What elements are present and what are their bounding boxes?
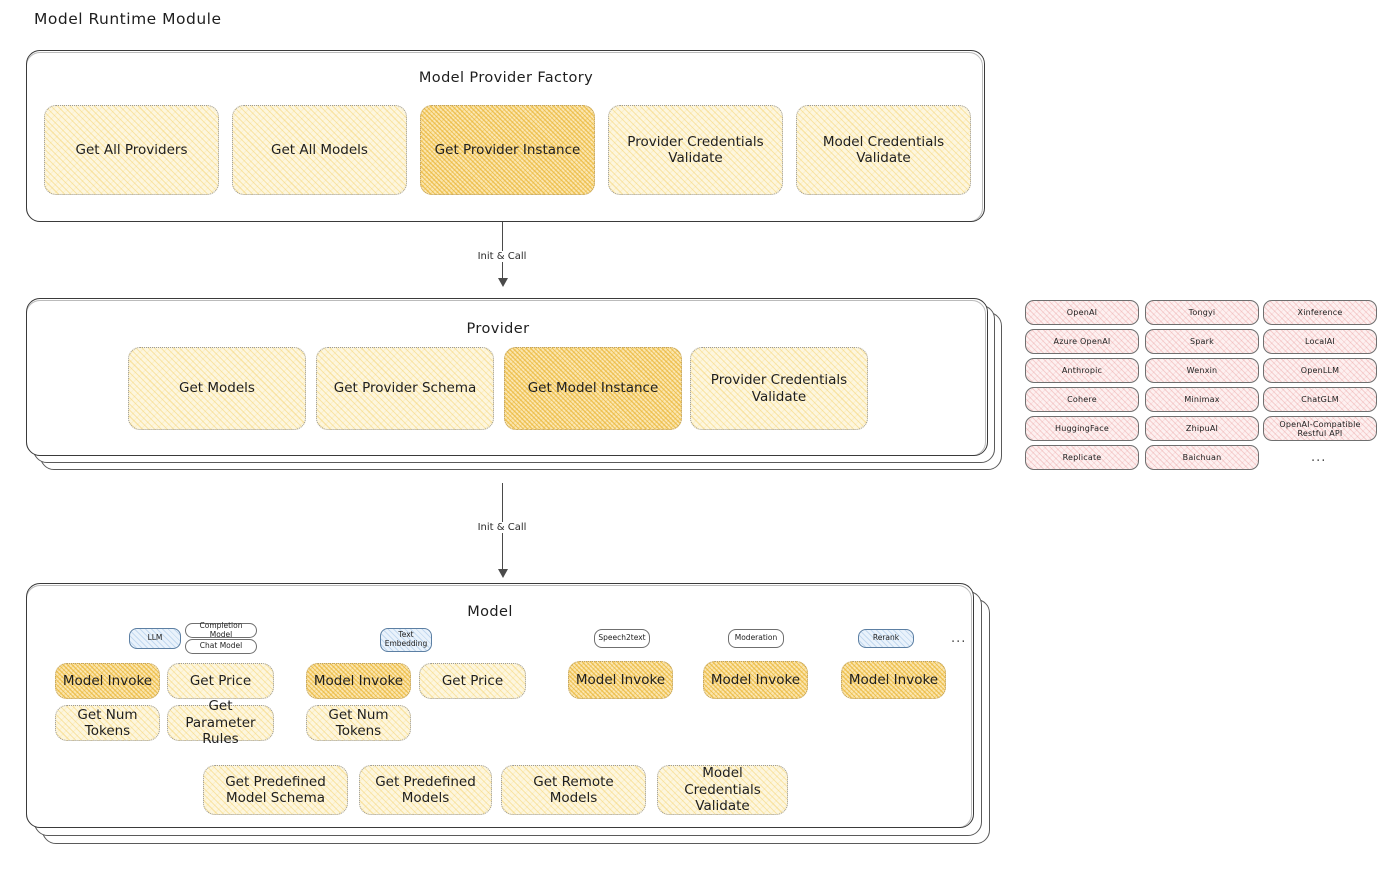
model-type-badge-rerank[interactable]: Rerank (858, 629, 914, 648)
arrow-provider-to-model-label: Init & Call (474, 522, 530, 533)
model-moderation-node-model-invoke[interactable]: Model Invoke (703, 661, 808, 699)
model-common-node-get-predefined-models[interactable]: Get Predefined Models (359, 765, 492, 815)
provider-chip-baichuan[interactable]: Baichuan (1145, 445, 1259, 470)
model-type-badge-completion-model[interactable]: Completion Model (185, 621, 257, 638)
provider-node-provider-credentials-validate[interactable]: Provider Credentials Validate (690, 347, 868, 430)
model-type-badge-moderation[interactable]: Moderation (728, 629, 784, 648)
model-common-node-get-predefined-model-schema[interactable]: Get Predefined Model Schema (203, 765, 348, 815)
provider-chip-wenxin[interactable]: Wenxin (1145, 358, 1259, 383)
provider-node-get-models[interactable]: Get Models (128, 347, 306, 430)
provider-chip-huggingface[interactable]: HuggingFace (1025, 416, 1139, 441)
provider-chip-openai-compatible-restful-api[interactable]: OpenAI-Compatible Restful API (1263, 416, 1377, 441)
model-type-badge-text-embedding[interactable]: Text Embedding (380, 628, 432, 652)
model-common-node-get-remote-models[interactable]: Get Remote Models (501, 765, 646, 815)
provider-chip-tongyi[interactable]: Tongyi (1145, 300, 1259, 325)
arrow-factory-to-provider-head (498, 278, 508, 287)
factory-node-get-all-models[interactable]: Get All Models (232, 105, 407, 195)
provider-chip-xinference[interactable]: Xinference (1263, 300, 1377, 325)
factory-node-get-all-providers[interactable]: Get All Providers (44, 105, 219, 195)
model-llm-node-get-price[interactable]: Get Price (167, 663, 274, 699)
provider-chip-anthropic[interactable]: Anthropic (1025, 358, 1139, 383)
provider-node-get-model-instance[interactable]: Get Model Instance (504, 347, 682, 430)
model-common-node-model-credentials-validate[interactable]: Model Credentials Validate (657, 765, 788, 815)
model-text-embedding-node-get-num-tokens[interactable]: Get Num Tokens (306, 705, 411, 741)
factory-node-model-credentials-validate[interactable]: Model Credentials Validate (796, 105, 971, 195)
model-llm-node-get-parameter-rules[interactable]: Get Parameter Rules (167, 698, 274, 747)
arrow-provider-to-model-head (498, 569, 508, 578)
provider-list-more: ... (1311, 450, 1327, 465)
provider-chip-chatglm[interactable]: ChatGLM (1263, 387, 1377, 412)
model-text-embedding-node-model-invoke[interactable]: Model Invoke (306, 663, 411, 699)
provider-chip-azure-openai[interactable]: Azure OpenAI (1025, 329, 1139, 354)
model-types-more: ... (951, 631, 967, 646)
model-title: Model (467, 604, 513, 620)
provider-chip-spark[interactable]: Spark (1145, 329, 1259, 354)
provider-chip-openai[interactable]: OpenAI (1025, 300, 1139, 325)
provider-chip-replicate[interactable]: Replicate (1025, 445, 1139, 470)
model-llm-node-get-num-tokens[interactable]: Get Num Tokens (55, 705, 160, 741)
provider-chip-zhipuai[interactable]: ZhipuAI (1145, 416, 1259, 441)
factory-node-provider-credentials-validate[interactable]: Provider Credentials Validate (608, 105, 783, 195)
provider-chip-cohere[interactable]: Cohere (1025, 387, 1139, 412)
model-provider-factory-title: Model Provider Factory (418, 70, 594, 86)
provider-node-get-provider-schema[interactable]: Get Provider Schema (316, 347, 494, 430)
model-llm-node-model-invoke[interactable]: Model Invoke (55, 663, 160, 699)
provider-chip-openllm[interactable]: OpenLLM (1263, 358, 1377, 383)
model-type-badge-speech2text[interactable]: Speech2text (594, 629, 650, 648)
provider-chip-localai[interactable]: LocalAI (1263, 329, 1377, 354)
factory-node-get-provider-instance[interactable]: Get Provider Instance (420, 105, 595, 195)
page-title: Model Runtime Module (34, 10, 222, 28)
provider-title: Provider (466, 321, 530, 337)
provider-chip-minimax[interactable]: Minimax (1145, 387, 1259, 412)
model-type-badge-chat-model[interactable]: Chat Model (185, 639, 257, 654)
arrow-factory-to-provider-label: Init & Call (474, 251, 530, 262)
model-type-badge-llm[interactable]: LLM (129, 628, 181, 649)
model-rerank-node-model-invoke[interactable]: Model Invoke (841, 661, 946, 699)
model-text-embedding-node-get-price[interactable]: Get Price (419, 663, 526, 699)
model-speech2text-node-model-invoke[interactable]: Model Invoke (568, 661, 673, 699)
